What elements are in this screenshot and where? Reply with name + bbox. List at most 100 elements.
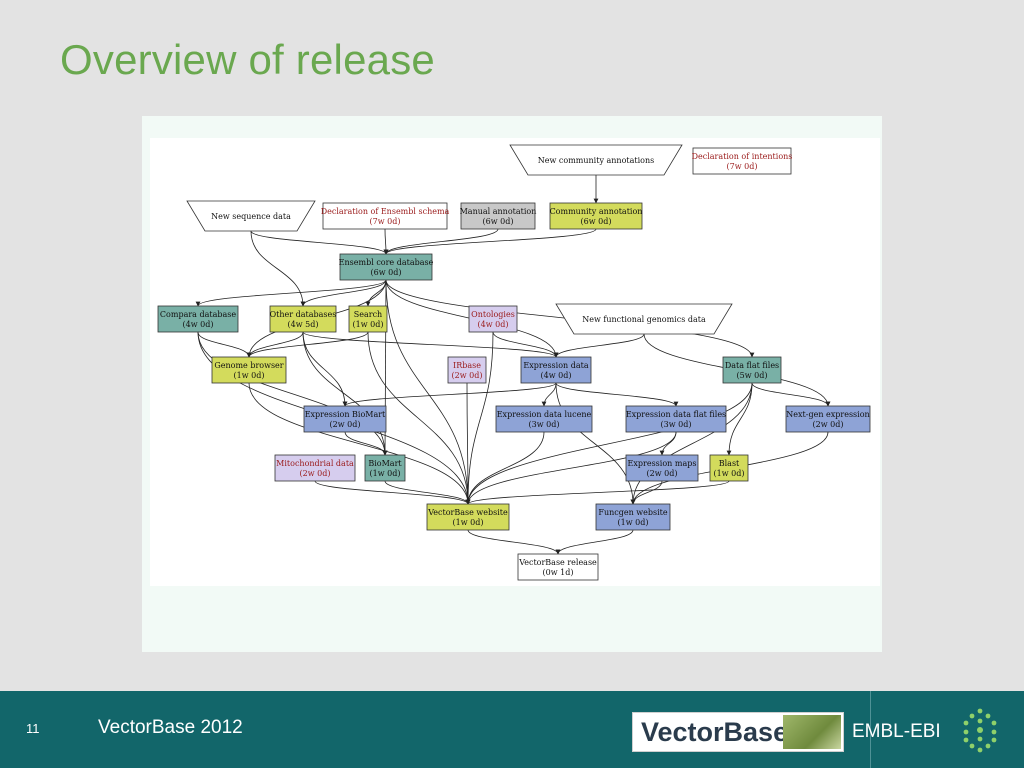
edge-other_db-to-expr_biomart bbox=[302, 331, 348, 407]
node-mito: Mitochondrial data(2w 0d) bbox=[274, 454, 356, 482]
node-label: Compara database bbox=[160, 310, 236, 319]
edge-expr_data-to-expr_flat bbox=[555, 382, 679, 407]
edge-compara-to-genome_br bbox=[197, 331, 252, 358]
edge-ontologies-to-vb_web bbox=[465, 331, 494, 505]
edge-new_seq-to-other_db bbox=[250, 230, 306, 307]
node-shape bbox=[495, 405, 593, 433]
node-nextgen: Next-gen expression(2w 0d) bbox=[785, 405, 871, 433]
node-shape bbox=[157, 305, 239, 333]
node-label: Declaration of Ensembl schema bbox=[321, 207, 450, 216]
edge-new_seq-to-ens_core bbox=[250, 230, 389, 255]
node-label: Expression data flat files bbox=[626, 410, 726, 419]
edge-genome_br-to-vb_web bbox=[248, 382, 471, 505]
node-duration: (6w 0d) bbox=[371, 268, 402, 277]
node-shape bbox=[595, 503, 671, 531]
node-duration: (1w 0d) bbox=[353, 320, 384, 329]
node-label: Expression maps bbox=[628, 459, 697, 468]
edge-expr_lucene-to-vb_web bbox=[465, 431, 545, 505]
node-label: Search bbox=[354, 310, 382, 319]
node-duration: (3w 0d) bbox=[661, 420, 692, 429]
edge-search-to-genome_br bbox=[246, 331, 369, 358]
node-shape bbox=[364, 454, 406, 482]
node-new-comm: New community annotations bbox=[509, 144, 683, 176]
node-duration: (1w 0d) bbox=[714, 469, 745, 478]
node-duration: (1w 0d) bbox=[453, 518, 484, 527]
edge-compara-to-biomart bbox=[197, 331, 388, 456]
embl-ebi-logo-text: EMBL-EBI bbox=[852, 721, 941, 742]
node-decl-ens: Declaration of Ensembl schema(7w 0d) bbox=[321, 202, 450, 230]
node-shape bbox=[468, 305, 518, 333]
node-shape bbox=[785, 405, 871, 433]
node-label: VectorBase release bbox=[518, 558, 597, 567]
node-other-db: Other databases(4w 5d) bbox=[269, 305, 337, 333]
node-shape bbox=[322, 202, 448, 230]
node-new-func: New functional genomics data bbox=[555, 303, 733, 335]
edge-comm_ann-to-ens_core bbox=[383, 228, 597, 255]
node-shape bbox=[709, 454, 749, 482]
node-label: New functional genomics data bbox=[582, 315, 706, 324]
node-label: Expression BioMart bbox=[305, 410, 386, 419]
node-duration: (2w 0d) bbox=[300, 469, 331, 478]
edge-funcgen-to-vb_release bbox=[555, 529, 634, 555]
page-number: 11 bbox=[26, 721, 40, 736]
node-shape bbox=[426, 503, 510, 531]
edge-expr_flat-to-vb_web bbox=[465, 431, 677, 505]
node-ontologies: Ontologies(4w 0d) bbox=[468, 305, 518, 333]
node-label: Ensembl core database bbox=[339, 258, 434, 267]
edge-vb_web-to-vb_release bbox=[467, 529, 561, 555]
node-duration: (1w 0d) bbox=[234, 371, 265, 380]
node-label: Declaration of intentions bbox=[692, 152, 793, 161]
node-vb-web: VectorBase website(1w 0d) bbox=[426, 503, 510, 531]
edge-expr_data-to-expr_biomart bbox=[342, 382, 557, 407]
node-label: Expression data lucene bbox=[497, 410, 592, 419]
node-blast: Blast(1w 0d) bbox=[709, 454, 749, 482]
node-label: Funcgen website bbox=[598, 508, 667, 517]
node-shape bbox=[722, 356, 782, 384]
node-duration: (4w 5d) bbox=[288, 320, 319, 329]
node-label: VectorBase website bbox=[427, 508, 508, 517]
node-shape bbox=[625, 405, 727, 433]
node-shape bbox=[339, 253, 433, 281]
node-shape bbox=[549, 202, 643, 230]
edge-expr_data-to-funcgen bbox=[555, 382, 636, 505]
edge-expr_biomart-to-biomart bbox=[344, 431, 388, 456]
node-expr-lucene: Expression data lucene(3w 0d) bbox=[495, 405, 593, 433]
node-duration: (2w 0d) bbox=[647, 469, 678, 478]
node-genome-br: Genome browser(1w 0d) bbox=[211, 356, 287, 384]
edge-ens_core-to-other_db bbox=[300, 279, 387, 307]
node-duration: (2w 0d) bbox=[452, 371, 483, 380]
node-duration: (1w 0d) bbox=[370, 469, 401, 478]
node-label: Blast bbox=[719, 459, 740, 468]
node-ens-core: Ensembl core database(6w 0d) bbox=[339, 253, 434, 281]
slide-title: Overview of release bbox=[60, 36, 435, 83]
node-label: New community annotations bbox=[538, 156, 654, 165]
edge-other_db-to-expr_data bbox=[302, 331, 559, 358]
embl-ebi-hexagon-icon bbox=[963, 708, 997, 753]
node-duration: (6w 0d) bbox=[483, 217, 514, 226]
node-expr-biomart: Expression BioMart(2w 0d) bbox=[303, 405, 387, 433]
node-compara: Compara database(4w 0d) bbox=[157, 305, 239, 333]
node-shape bbox=[692, 147, 792, 175]
node-manual: Manual annotation(6w 0d) bbox=[460, 202, 536, 230]
node-label: Genome browser bbox=[214, 361, 283, 370]
edge-other_db-to-biomart bbox=[302, 331, 388, 456]
node-duration: (7w 0d) bbox=[370, 217, 401, 226]
node-decl-int: Declaration of intentions(7w 0d) bbox=[692, 147, 793, 175]
node-search: Search(1w 0d) bbox=[348, 305, 388, 333]
footer-text: VectorBase 2012 bbox=[98, 717, 243, 738]
node-shape bbox=[625, 454, 699, 482]
node-vb-release: VectorBase release(0w 1d) bbox=[517, 553, 599, 581]
node-duration: (2w 0d) bbox=[813, 420, 844, 429]
node-expr-maps: Expression maps(2w 0d) bbox=[625, 454, 699, 482]
node-shape bbox=[348, 305, 388, 333]
edge-decl_ens-to-ens_core bbox=[383, 228, 389, 255]
vectorbase-logo-text: VectorBase bbox=[641, 717, 789, 747]
node-duration: (3w 0d) bbox=[529, 420, 560, 429]
node-duration: (1w 0d) bbox=[618, 518, 649, 527]
mosquito-image-icon bbox=[783, 715, 841, 749]
edge-ens_core-to-vb_web bbox=[385, 279, 471, 505]
node-shape bbox=[186, 200, 316, 232]
edge-new_func-to-expr_data bbox=[553, 333, 645, 358]
edge-data_flat-to-nextgen bbox=[751, 382, 831, 407]
